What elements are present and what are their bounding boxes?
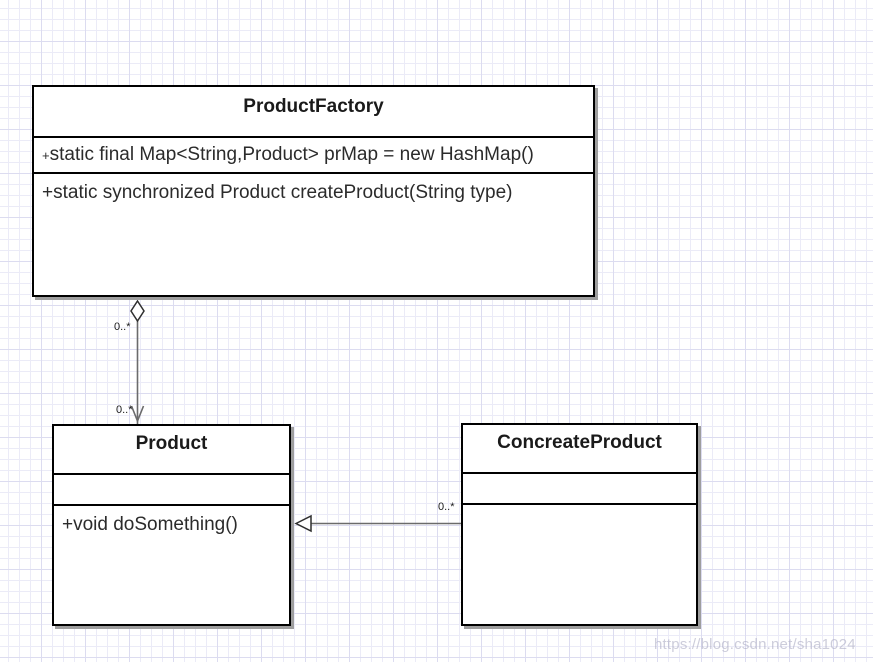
class-title: ProductFactory xyxy=(34,87,593,138)
class-attributes-section xyxy=(54,475,289,506)
attribute-row: +static final Map<String,Product> prMap … xyxy=(34,138,593,166)
aggregation-diamond-icon xyxy=(130,299,145,323)
method-row: +void doSomething() xyxy=(62,514,238,535)
class-methods-section: +void doSomething() xyxy=(54,506,289,624)
class-attributes-section: +static final Map<String,Product> prMap … xyxy=(34,138,593,174)
class-methods-section: +static synchronized Product createProdu… xyxy=(34,174,593,295)
open-arrowhead-icon xyxy=(130,405,145,424)
class-attributes-section xyxy=(463,474,696,505)
class-methods-section xyxy=(463,505,696,624)
aggregation-source-multiplicity: 0..* xyxy=(114,321,131,333)
class-box-concreate-product: ConcreateProduct xyxy=(461,423,698,626)
watermark-text: https://blog.csdn.net/sha1024 xyxy=(654,636,856,653)
attribute-text: static final Map<String,Product> prMap =… xyxy=(49,144,534,165)
class-title: Product xyxy=(54,426,289,475)
visibility-plus: + xyxy=(42,148,50,163)
generalization-source-multiplicity: 0..* xyxy=(438,501,455,513)
class-box-product-factory: ProductFactory +static final Map<String,… xyxy=(32,85,595,297)
generalization-triangle-icon xyxy=(294,514,312,533)
method-row: +static synchronized Product createProdu… xyxy=(42,182,513,203)
class-title: ConcreateProduct xyxy=(463,425,696,474)
aggregation-target-multiplicity: 0..* xyxy=(116,404,133,416)
class-box-product: Product +void doSomething() xyxy=(52,424,291,626)
generalization-connector xyxy=(294,514,461,533)
